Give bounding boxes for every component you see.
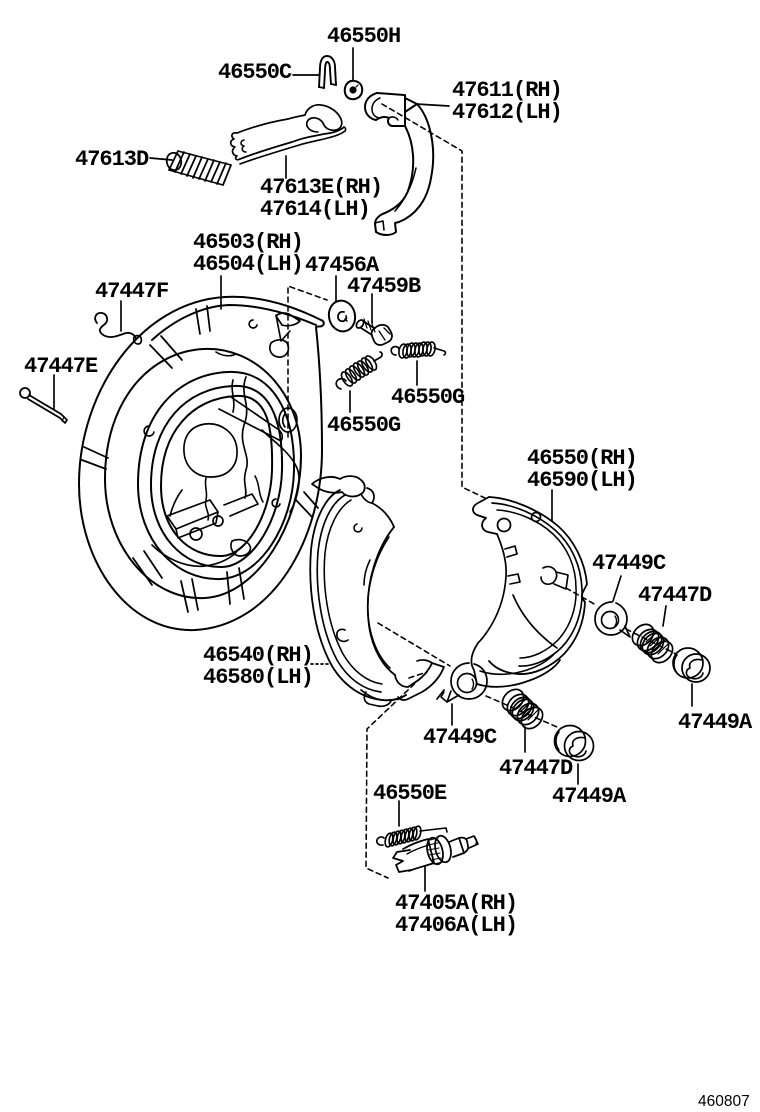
svg-text:46550H: 46550H	[327, 24, 400, 49]
svg-text:47449A: 47449A	[678, 710, 753, 735]
svg-text:47614(LH): 47614(LH)	[260, 197, 370, 222]
svg-text:46550C: 46550C	[218, 60, 292, 85]
svg-text:46590(LH): 46590(LH)	[527, 468, 637, 493]
svg-text:47405A(RH): 47405A(RH)	[395, 891, 517, 916]
svg-text:46503(RH): 46503(RH)	[193, 230, 303, 255]
svg-text:46550E: 46550E	[373, 781, 447, 806]
svg-text:47611(RH): 47611(RH)	[452, 78, 562, 103]
svg-text:46550(RH): 46550(RH)	[527, 446, 637, 471]
svg-text:47447F: 47447F	[95, 279, 168, 304]
svg-text:47459B: 47459B	[347, 274, 421, 299]
svg-text:47449C: 47449C	[592, 551, 666, 576]
svg-text:47613D: 47613D	[75, 147, 149, 172]
svg-text:47406A(LH): 47406A(LH)	[395, 913, 517, 938]
svg-text:47447D: 47447D	[499, 756, 573, 781]
svg-text:46580(LH): 46580(LH)	[203, 665, 313, 690]
svg-text:47456A: 47456A	[305, 253, 380, 278]
svg-text:46550G: 46550G	[391, 385, 465, 410]
svg-text:47613E(RH): 47613E(RH)	[260, 175, 382, 200]
svg-text:46550G: 46550G	[327, 413, 401, 438]
svg-text:46504(LH): 46504(LH)	[193, 252, 303, 277]
svg-text:47449C: 47449C	[423, 725, 497, 750]
svg-text:47612(LH): 47612(LH)	[452, 100, 562, 125]
svg-text:460807: 460807	[698, 1093, 750, 1110]
svg-text:47447D: 47447D	[638, 583, 712, 608]
svg-text:46540(RH): 46540(RH)	[203, 643, 313, 668]
svg-text:47447E: 47447E	[24, 354, 98, 379]
svg-text:47449A: 47449A	[552, 784, 627, 809]
